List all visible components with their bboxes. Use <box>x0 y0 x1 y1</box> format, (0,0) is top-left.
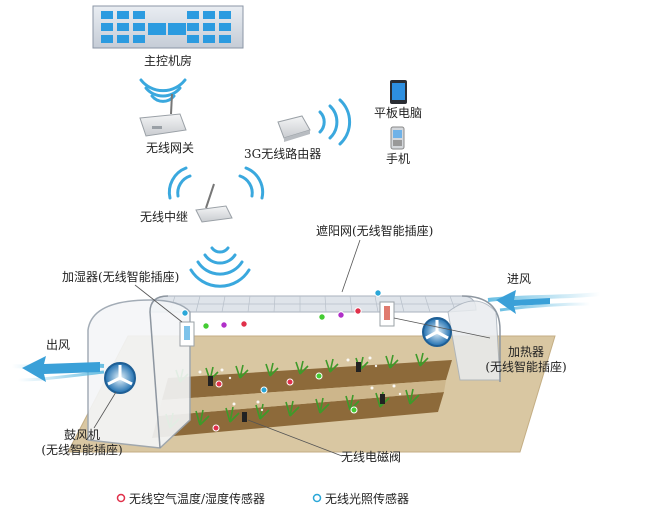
sensor <box>220 321 228 329</box>
air-out-label: 出风 <box>46 338 71 352</box>
heater-label-line1: 加热器 <box>507 345 544 359</box>
shade-net-label: 遮阳网(无线智能插座) <box>316 224 434 238</box>
repeater-device <box>195 183 233 223</box>
sensor <box>354 307 362 315</box>
legend-temp-humidity-label: 无线空气温度/湿度传感器 <box>129 492 266 506</box>
heater-label: 加热器 (无线智能插座) <box>466 345 586 375</box>
legend-light-label: 无线光照传感器 <box>325 492 410 506</box>
tablet-device <box>390 80 407 104</box>
phone-device <box>390 126 405 150</box>
heater-label-line2: (无线智能插座) <box>485 360 567 374</box>
greenhouse-tunnel <box>87 295 501 449</box>
legend-light-dot <box>312 493 322 503</box>
sensor <box>212 424 220 432</box>
sensor <box>240 320 248 328</box>
valve-label: 无线电磁阀 <box>341 450 402 464</box>
light-sensor <box>260 386 268 394</box>
signal-waves <box>139 78 352 288</box>
soil-beds <box>152 352 452 438</box>
router-device <box>277 115 311 142</box>
gateway-label: 无线网关 <box>145 141 194 155</box>
router-label: 3G无线路由器 <box>244 147 322 161</box>
air-in-label: 进风 <box>507 272 532 286</box>
sensor <box>215 380 223 388</box>
legend-temp-humidity-dot <box>116 493 126 503</box>
heater-device <box>379 301 395 327</box>
leader-lines <box>93 239 491 457</box>
blower-fan <box>104 362 136 394</box>
light-sensor <box>374 289 382 297</box>
blower-label-line2: (无线智能插座) <box>41 443 123 457</box>
sensor <box>318 313 326 321</box>
sensor <box>286 378 294 386</box>
sensor <box>337 311 345 319</box>
gateway-device <box>139 93 187 137</box>
humidifier-device <box>179 321 195 347</box>
intake-fan <box>422 317 452 347</box>
sensors <box>181 289 382 432</box>
sensor <box>315 372 323 380</box>
humidifier-label: 加湿器(无线智能插座) <box>62 270 180 284</box>
repeater-label: 无线中继 <box>140 210 189 224</box>
airflow-in-arrow <box>487 290 601 314</box>
tablet-label: 平板电脑 <box>374 106 423 120</box>
sensor <box>202 322 210 330</box>
control-room-building <box>92 5 244 49</box>
airflow-out-arrow <box>11 356 105 382</box>
light-sensor <box>181 309 189 317</box>
blower-label-line1: 鼓风机 <box>63 428 100 442</box>
control-room-label: 主控机房 <box>143 54 192 68</box>
blower-label: 鼓风机 (无线智能插座) <box>32 428 132 458</box>
sensor <box>350 406 358 414</box>
phone-label: 手机 <box>386 152 411 166</box>
